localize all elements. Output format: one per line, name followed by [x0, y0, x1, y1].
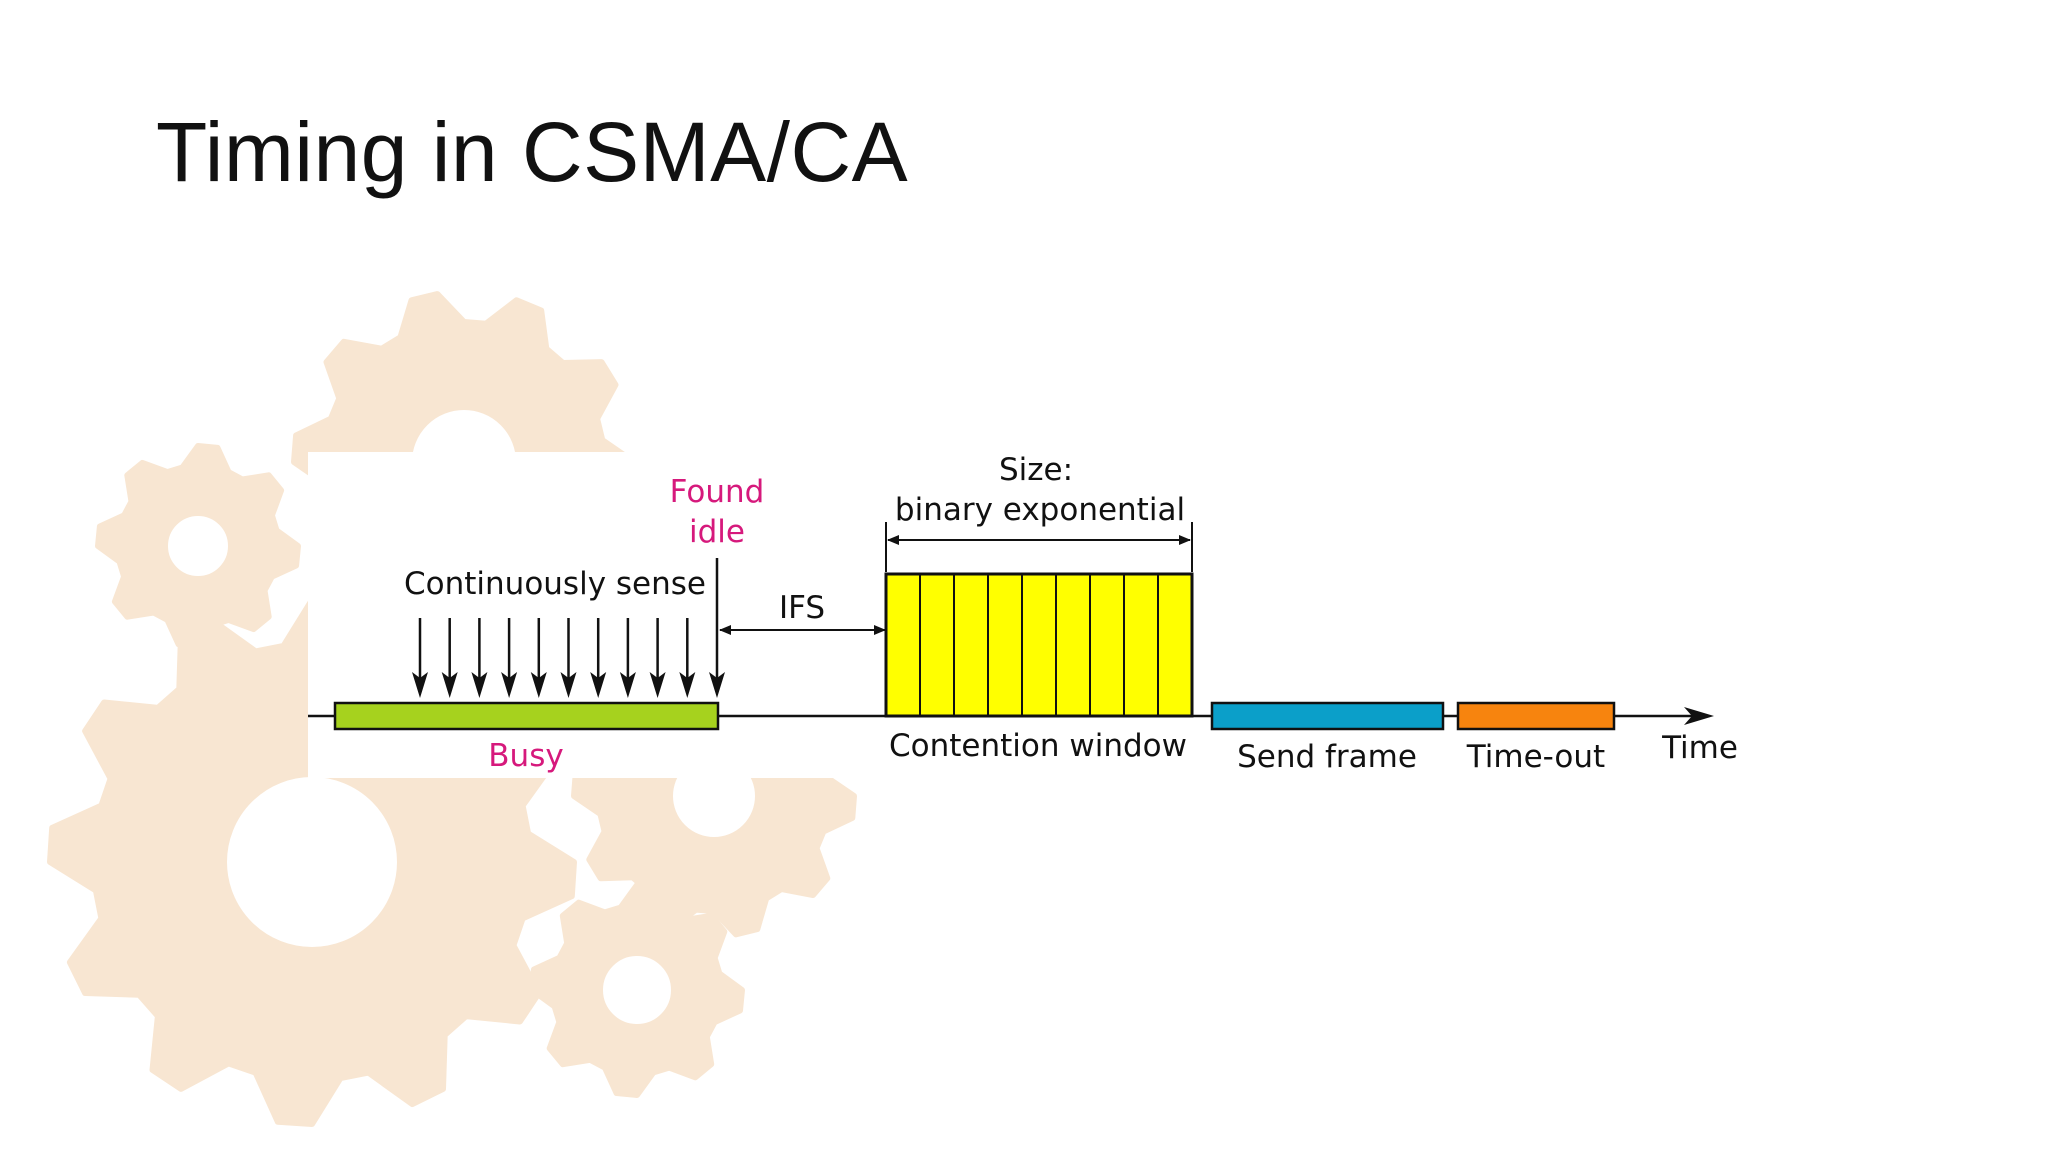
- found-idle-label-line1: Found: [670, 474, 765, 510]
- busy-label: Busy: [488, 738, 563, 774]
- contention-window-box: [884, 572, 1194, 718]
- time-out-label: Time-out: [1466, 739, 1605, 775]
- sense-arrow-head-icon: [530, 672, 547, 698]
- contention-slots: [919, 574, 1159, 716]
- sense-arrow-head-icon: [679, 672, 696, 698]
- continuously-sense-label: Continuously sense: [404, 566, 706, 602]
- busy-bar: [333, 701, 720, 731]
- sense-arrow-head-icon: [619, 672, 636, 698]
- sense-arrow-head-icon: [560, 672, 577, 698]
- size-label-line1: Size:: [999, 452, 1073, 488]
- size-label-line2: binary exponential: [895, 492, 1185, 528]
- send-frame-bar: [1210, 701, 1445, 731]
- sense-arrow-head-icon: [649, 672, 666, 698]
- time-label: Time: [1661, 730, 1738, 766]
- sense-arrow-head-icon: [590, 672, 607, 698]
- ifs-label: IFS: [779, 590, 825, 626]
- sense-arrows: [412, 618, 696, 698]
- found-idle-arrow-icon: [709, 672, 725, 698]
- top-gear-icon: [291, 291, 637, 633]
- sense-arrow-head-icon: [471, 672, 488, 698]
- sense-arrow-head-icon: [501, 672, 518, 698]
- time-arrow-icon: [1684, 707, 1714, 725]
- slide-title: Timing in CSMA/CA: [156, 105, 909, 199]
- small-gear-icon: [95, 443, 301, 649]
- found-idle-label-line2: idle: [689, 514, 745, 550]
- time-out-bar: [1456, 701, 1616, 731]
- large-gear-icon: [47, 597, 577, 1127]
- contention-window-label: Contention window: [889, 728, 1187, 764]
- sense-arrow-head-icon: [412, 672, 428, 698]
- send-frame-label: Send frame: [1237, 739, 1417, 775]
- sense-arrow-head-icon: [441, 672, 458, 698]
